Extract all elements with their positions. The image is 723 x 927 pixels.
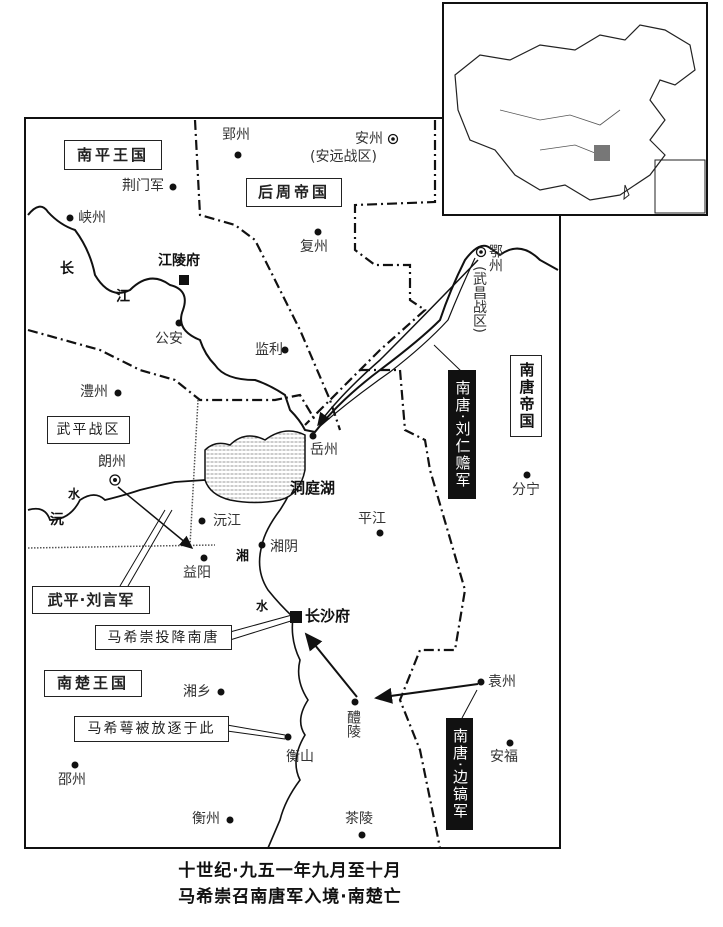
place-anzhou: 安州 xyxy=(355,131,383,147)
place-yingzhou: 郢州 xyxy=(222,127,250,143)
place-langzhou: 朗州 xyxy=(98,454,126,470)
place-shaozhou: 邵州 xyxy=(58,772,86,788)
yangtze-river xyxy=(27,205,559,434)
region-wuping: 武平战区 xyxy=(47,416,130,444)
place-ezhou: 鄂州 xyxy=(487,244,503,272)
place-yiyang: 益阳 xyxy=(183,565,211,581)
river-label-yuan: 沅 xyxy=(50,512,64,528)
place-anfu: 安福 xyxy=(490,749,518,765)
arrow-bian-hao-yuanzhou xyxy=(374,683,479,704)
map-frame xyxy=(24,117,561,849)
river-label-jiang: 江 xyxy=(116,289,130,305)
place-changsha: 长沙府 xyxy=(305,607,351,625)
river-label-xiang: 湘 xyxy=(236,549,250,564)
region-nantang: 南唐帝国 xyxy=(510,355,542,437)
dongting-lake xyxy=(204,430,306,504)
region-houzhou: 后周帝国 xyxy=(246,178,342,207)
army-liu-yan: 武平·刘言军 xyxy=(32,586,150,614)
place-hengshan: 衡山 xyxy=(286,749,314,765)
inset-china-map xyxy=(442,2,708,216)
arrow-liu-renshan xyxy=(317,259,479,427)
place-wuchang: (武昌战区) xyxy=(471,266,487,333)
place-jiangling: 江陵府 xyxy=(158,253,200,269)
place-fenning: 分宁 xyxy=(512,482,540,498)
place-chaling: 茶陵 xyxy=(345,811,373,827)
place-anyuan: (安远战区) xyxy=(310,149,377,165)
place-yuanjiang: 沅江 xyxy=(213,513,241,529)
place-liling: 醴陵 xyxy=(345,710,361,738)
borders xyxy=(27,119,467,849)
yuan-river xyxy=(27,479,206,521)
lake-dongting-label: 洞庭湖 xyxy=(290,479,336,497)
garrison-markers xyxy=(109,133,487,486)
river-label-shui1: 水 xyxy=(68,487,81,501)
region-nanping: 南平王国 xyxy=(64,140,162,170)
river-label-shui2: 水 xyxy=(256,599,269,613)
river-label-chang: 长 xyxy=(60,261,74,277)
place-pingjiang: 平江 xyxy=(358,511,386,527)
place-xiangxiang: 湘乡 xyxy=(183,684,211,700)
place-yuezhou: 岳州 xyxy=(310,442,338,458)
army-bian-hao: 南唐·边镐军 xyxy=(446,718,473,830)
place-gongan: 公安 xyxy=(155,331,183,347)
place-xiazhou: 峡州 xyxy=(78,210,106,226)
inset-highlight xyxy=(594,145,610,161)
place-xiangyin: 湘阴 xyxy=(270,539,298,555)
map-title-line2: 马希崇召南唐军入境·南楚亡 xyxy=(178,887,402,907)
region-nanchu: 南楚王国 xyxy=(44,670,142,697)
place-yuanzhou: 袁州 xyxy=(488,674,516,690)
place-jingmen: 荆门军 xyxy=(122,178,164,194)
annotation-surrender: 马希崇投降南唐 xyxy=(95,625,232,650)
arrow-liu-yan xyxy=(117,486,194,549)
place-lizhou: 澧州 xyxy=(80,384,108,400)
city-dots xyxy=(66,151,531,839)
arrow-bian-hao-changsha xyxy=(304,632,358,698)
place-hengzhou: 衡州 xyxy=(192,811,220,827)
place-fuzhou: 复州 xyxy=(300,239,328,255)
xiang-river xyxy=(258,439,309,849)
army-liu-renshan: 南唐·刘仁赡军 xyxy=(448,370,476,499)
wuping-border xyxy=(27,399,216,549)
place-jianli: 监利 xyxy=(255,342,283,358)
annotation-exile: 马希萼被放逐于此 xyxy=(74,716,229,742)
map-title-line1: 十世纪·九五一年九月至十月 xyxy=(178,861,402,881)
